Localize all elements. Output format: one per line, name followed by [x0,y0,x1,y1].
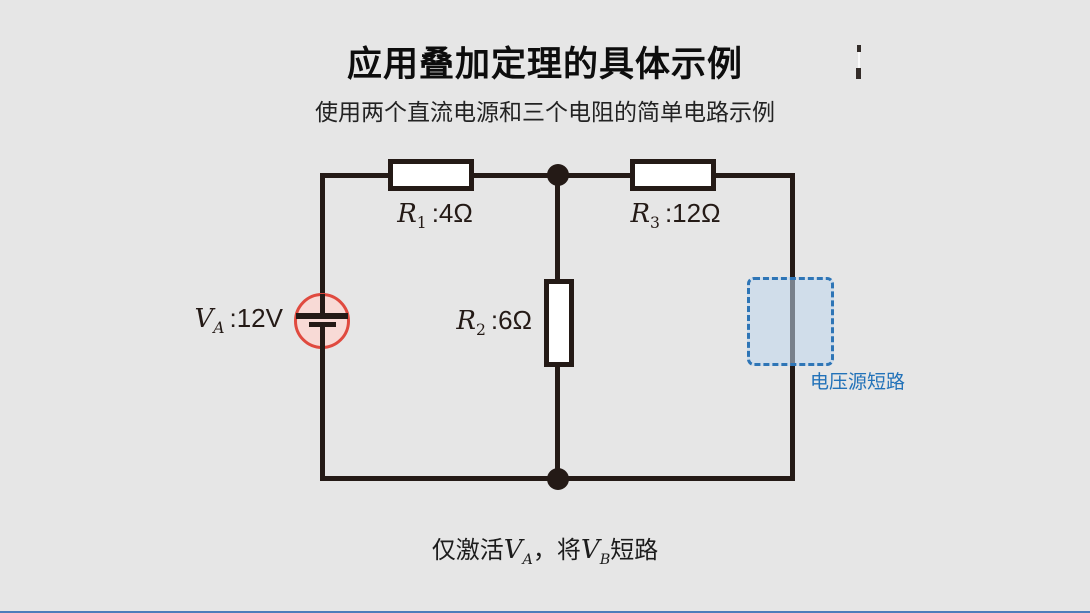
resistor-r3-symbol [630,159,716,191]
resistor-r1-symbol [388,159,474,191]
caption-suffix: 短路 [610,537,659,564]
caption: 仅激活VA，将VB短路 [0,530,1090,568]
r2-var: R [456,306,476,336]
battery-short-plate [309,322,336,327]
source-stub-bottom [320,327,325,349]
artifact-mark-bottom [856,68,861,79]
resistor-r3-label: R3:12Ω [608,198,743,233]
caption-sub1: A [522,551,533,568]
caption-sub2: B [599,551,611,568]
short-circuit-label: 电压源短路 [810,372,906,393]
page-subtitle: 使用两个直流电源和三个电阻的简单电路示例 [315,99,775,125]
r1-sub: 1 [416,214,427,233]
va-sub: A [213,319,225,338]
r1-var: R [397,199,417,229]
junction-dot-top [547,164,569,186]
r2-sub: 2 [475,321,486,340]
r3-sub: 3 [650,214,660,233]
r3-var: R [630,199,651,229]
va-value: :12V [229,303,284,333]
voltage-source-label: VA:12V [155,303,284,338]
caption-var1: V [503,535,523,565]
footer-accent-line [0,611,1090,613]
resistor-r1-label: R1:4Ω [370,198,500,233]
artifact-mark-top [857,45,861,52]
r3-value: :12Ω [664,198,721,228]
va-var: V [194,304,214,334]
resistor-r2-symbol [544,279,574,367]
caption-middle: ，将 [532,537,581,564]
r1-value: :4Ω [431,198,473,228]
artifact-mark-line [858,52,860,68]
caption-var2: V [580,535,600,565]
resistor-r2-label: R2:6Ω [410,305,532,340]
caption-prefix: 仅激活 [431,537,504,564]
page-title: 应用叠加定理的具体示例 [346,45,743,84]
junction-dot-bottom [547,468,569,490]
battery-long-plate [296,313,348,319]
short-circuit-highlight-box [747,277,834,366]
source-stub-top [320,294,325,314]
r2-value: :6Ω [490,305,532,335]
